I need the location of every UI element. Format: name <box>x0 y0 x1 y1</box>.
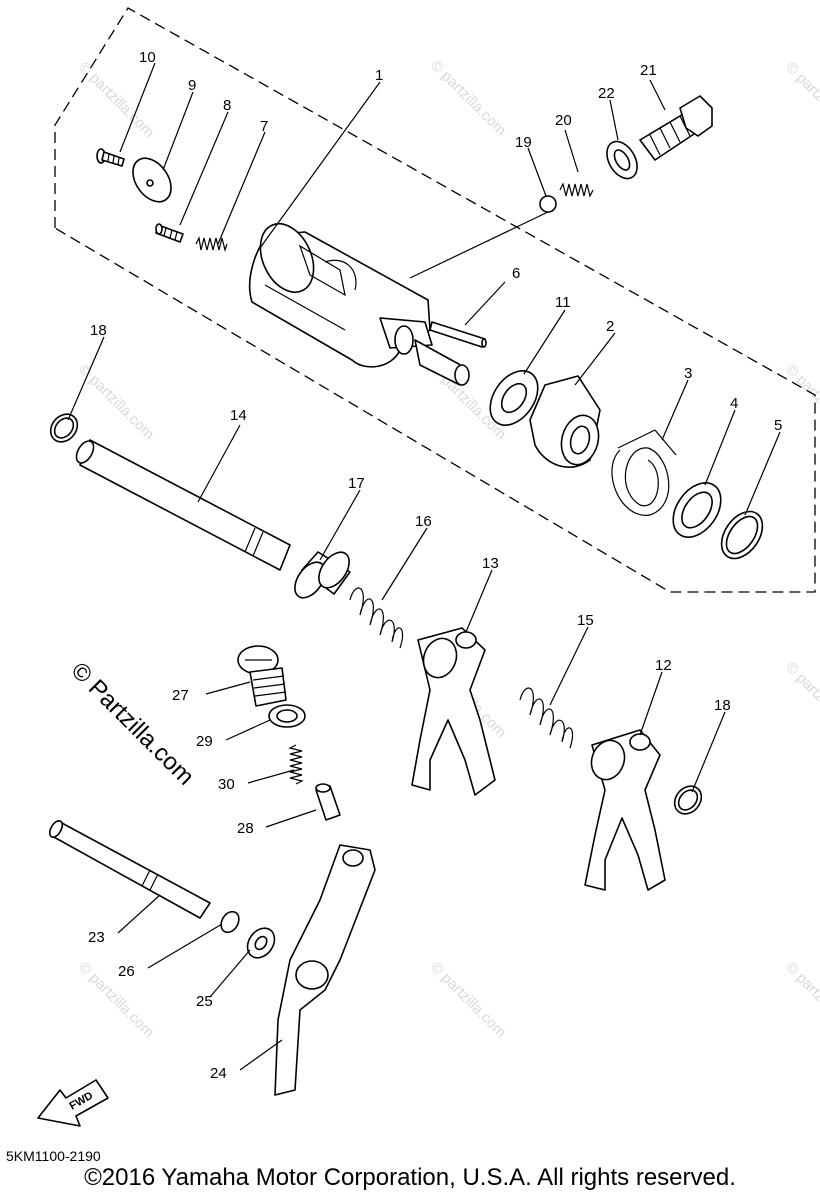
part-washer-25 <box>246 927 276 959</box>
part-circlip-18 <box>673 785 703 815</box>
callout-19: 19 <box>515 134 532 151</box>
watermark-faint: © partzilla.com <box>427 959 509 1041</box>
part-spring-3 <box>611 429 677 516</box>
part-washer-4 <box>672 482 722 538</box>
callout-28: 28 <box>237 820 254 837</box>
part-washer-11 <box>489 370 539 426</box>
part-shaft-14 <box>75 439 291 571</box>
part-spring-20 <box>559 182 594 198</box>
watermark-faint: © partzilla.com <box>782 959 820 1041</box>
watermark-faint: © partzilla.com <box>75 361 157 443</box>
part-spring-15 <box>519 687 574 749</box>
callout-25: 25 <box>196 993 213 1010</box>
callout-6: 6 <box>512 265 520 282</box>
callout-16: 16 <box>415 513 432 530</box>
part-circlip-5 <box>720 510 764 560</box>
callout-26: 26 <box>118 963 135 980</box>
part-spring-7 <box>195 236 228 253</box>
callout-22: 22 <box>598 85 615 102</box>
callout-2: 2 <box>606 318 614 335</box>
part-circlip-26 <box>220 910 240 934</box>
callout-23: 23 <box>88 929 105 946</box>
callout-29: 29 <box>196 733 213 750</box>
part-shift-drum-1 <box>248 223 470 386</box>
part-spring-30 <box>288 744 304 785</box>
fwd-arrow-icon: FWD <box>37 1079 109 1127</box>
callout-27: 27 <box>172 687 189 704</box>
part-bolt-21 <box>639 95 713 161</box>
part-circlip-18 <box>49 413 79 443</box>
part-pin-8 <box>155 223 184 243</box>
callout-4: 4 <box>730 395 738 412</box>
watermark-faint: © partzilla.com <box>75 59 157 141</box>
part-pin-6 <box>429 321 487 348</box>
assembly-boundary <box>54 7 816 593</box>
callout-12: 12 <box>655 657 672 674</box>
callout-1: 1 <box>375 67 383 84</box>
callout-17: 17 <box>348 475 365 492</box>
part-washer-22 <box>606 140 638 180</box>
callout-3: 3 <box>684 365 692 382</box>
part-collar-17 <box>294 551 351 599</box>
part-lever-24 <box>274 844 376 1096</box>
watermark-faint: © partzilla.com <box>782 659 820 741</box>
part-fork-13 <box>411 627 496 796</box>
part-washer-29 <box>268 704 306 728</box>
watermark-faint: © partzilla.com <box>75 959 157 1041</box>
callout-9: 9 <box>188 77 196 94</box>
part-shaft-23 <box>48 820 211 919</box>
part-segment-2 <box>529 375 601 469</box>
watermark-faint: © partzilla.com <box>427 57 509 139</box>
copyright-notice: ©2016 Yamaha Motor Corporation, U.S.A. A… <box>84 1164 736 1191</box>
callout-18: 18 <box>90 322 107 339</box>
callout-5: 5 <box>774 417 782 434</box>
part-plate-9 <box>132 157 172 203</box>
callout-24: 24 <box>210 1065 227 1082</box>
part-pin-28 <box>315 783 341 821</box>
callouts: 10 9 8 7 1 19 20 22 21 6 11 2 3 4 5 18 1… <box>88 49 782 1082</box>
watermark-faint: © partzilla.com <box>782 59 820 141</box>
callout-21: 21 <box>640 62 657 79</box>
callout-13: 13 <box>482 555 499 572</box>
callout-11: 11 <box>555 294 571 311</box>
callout-18: 18 <box>714 697 731 714</box>
part-ball-19 <box>539 195 557 213</box>
callout-30: 30 <box>218 776 235 793</box>
watermark-main: © Partzilla.com <box>66 657 199 790</box>
callout-15: 15 <box>577 612 594 629</box>
part-spring-16 <box>349 587 404 649</box>
diagram-code: 5KM1100-2190 <box>6 1148 101 1164</box>
leader-lines <box>67 62 781 1071</box>
part-screw-10 <box>96 148 125 167</box>
callout-7: 7 <box>260 118 268 135</box>
callout-20: 20 <box>555 112 572 129</box>
watermark-faint: © partzilla.com <box>782 361 820 443</box>
callout-14: 14 <box>230 407 247 424</box>
callout-10: 10 <box>139 49 156 66</box>
callout-8: 8 <box>223 97 231 114</box>
part-fork-12 <box>584 729 666 891</box>
part-screw-27 <box>237 645 287 707</box>
